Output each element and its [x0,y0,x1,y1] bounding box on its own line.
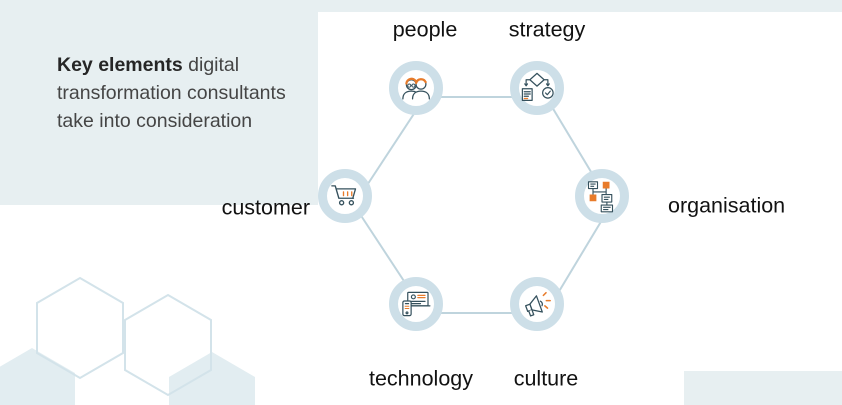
label-strategy: strategy [508,17,586,42]
background-bottom-right-strip [684,371,842,405]
node-people [389,61,443,115]
strategy-flowchart-icon [521,72,554,101]
node-customer [318,169,372,223]
node-organisation [575,169,629,223]
decor-hexagon-outline [36,276,124,380]
label-customer: customer [221,195,310,220]
label-technology: technology [369,366,473,391]
org-chart-icon [587,181,614,213]
node-strategy [510,61,564,115]
label-culture: culture [513,366,579,391]
background-title-panel [0,0,318,205]
hexagon-decoration [0,276,255,405]
label-organisation: organisation [668,193,786,218]
node-culture [510,277,564,331]
node-technology [389,277,443,331]
people-icon [402,77,430,100]
devices-icon [402,291,431,317]
shopping-cart-icon [331,185,357,206]
page-title: Key elements digital transformation cons… [57,52,297,136]
megaphone-icon [525,291,551,317]
title-rest: digital transformation consultants take … [57,54,286,132]
decor-hexagon-outline [124,293,212,397]
title-bold: Key elements [57,54,183,76]
label-people: people [392,17,458,42]
decor-hexagon-filled [169,352,255,405]
decor-hexagon-filled [0,348,75,405]
